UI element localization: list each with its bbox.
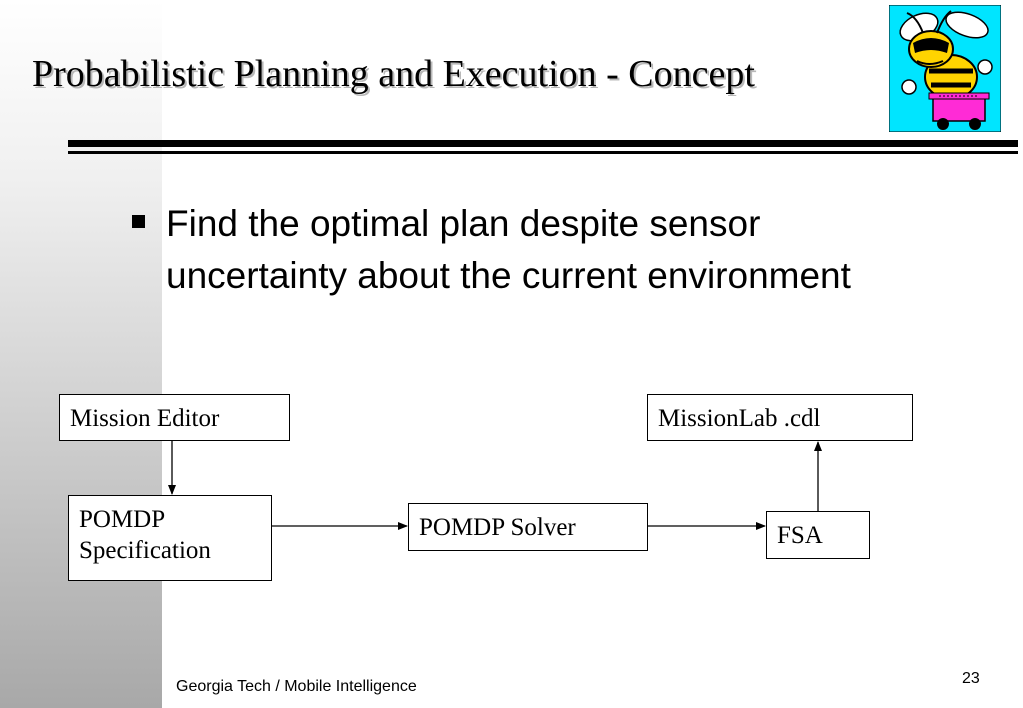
- node-pomdp-specification: POMDP Specification: [68, 495, 272, 581]
- node-label: FSA: [777, 522, 823, 549]
- node-label: Mission Editor: [70, 405, 220, 432]
- node-mission-editor: Mission Editor: [59, 394, 290, 441]
- title-rule-thick: [68, 140, 1018, 147]
- footer-text: Georgia Tech / Mobile Intelligence: [176, 678, 417, 695]
- node-fsa: FSA: [766, 511, 870, 559]
- yellow-jacket-mascot-icon: [889, 5, 1001, 132]
- title-rule-thin: [68, 151, 1018, 154]
- node-pomdp-solver: POMDP Solver: [408, 503, 648, 551]
- square-bullet-icon: [132, 215, 145, 228]
- bullet-text: Find the optimal plan despite sensor unc…: [166, 203, 851, 296]
- sidebar-gradient: [0, 0, 162, 708]
- node-missionlab-cdl: MissionLab .cdl: [647, 394, 913, 441]
- node-label-line1: POMDP: [79, 506, 166, 533]
- page-number: 23: [962, 670, 980, 687]
- node-label: POMDP Solver: [419, 514, 576, 541]
- node-label: MissionLab .cdl: [658, 405, 821, 432]
- slide-title: Probabilistic Planning and Execution - C…: [32, 53, 755, 95]
- node-label-line2: Specification: [79, 537, 211, 564]
